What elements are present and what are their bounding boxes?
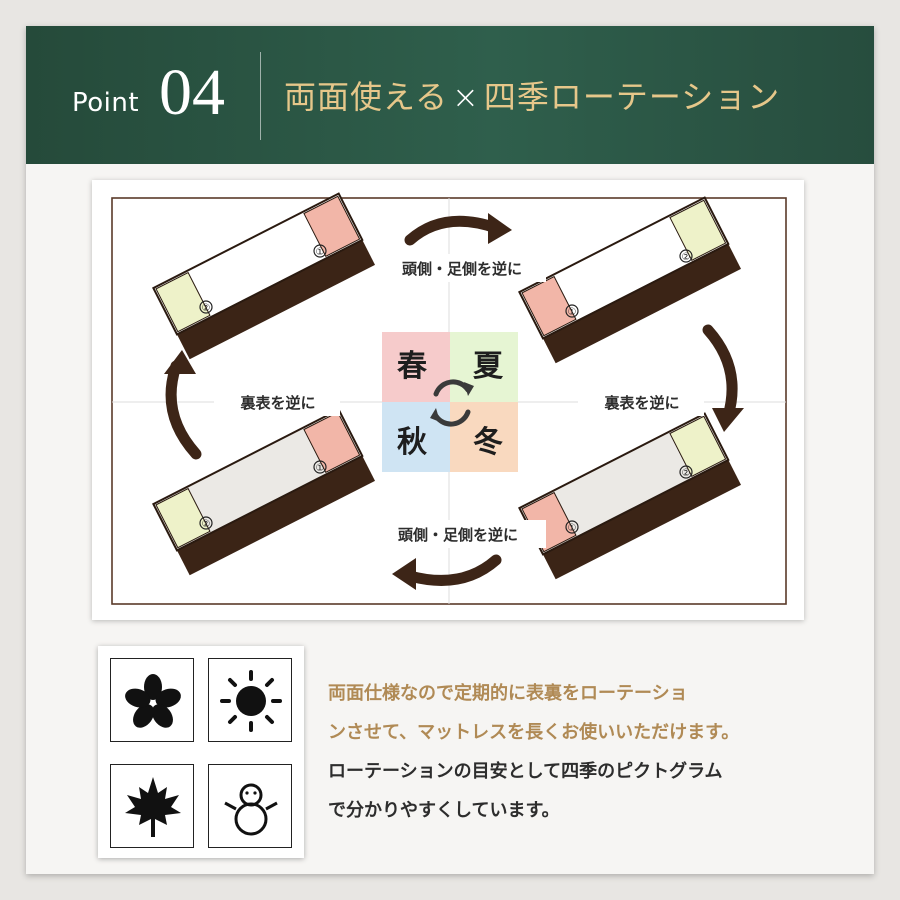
season-autumn-tile — [382, 402, 450, 472]
point-label: Point — [72, 88, 140, 118]
season-grid: 春 夏 秋 冬 — [382, 332, 518, 472]
season-spring: 春 — [397, 349, 427, 384]
title-part2: 四季ローテーション — [483, 78, 781, 116]
season-winter-tile — [450, 402, 518, 472]
rotation-diagram-svg: ① ② ② ① ① ② — [111, 192, 787, 605]
season-autumn: 秋 — [397, 425, 427, 460]
sakura-icon — [110, 658, 194, 742]
point-number: 04 — [159, 56, 225, 129]
arrow-left-head — [164, 350, 196, 374]
description-line-1: 両面仕様なので定期的に表裏をローテーショ — [328, 683, 688, 704]
rotation-label-bottom: 頭側・足側を逆に — [398, 526, 518, 544]
arrow-bottom-head — [392, 558, 416, 590]
arrow-right — [702, 324, 738, 422]
arrow-top — [404, 215, 502, 246]
header-divider — [260, 52, 261, 140]
arrow-right-head — [712, 408, 744, 432]
description-line-2: ンさせて、マットレスを長くお使いいただけます。 — [328, 722, 740, 743]
season-winter: 冬 — [473, 425, 503, 460]
description: 両面仕様なので定期的に表裏をローテーショ ンさせて、マットレスを長くお使いいただ… — [328, 674, 848, 830]
title-separator: × — [452, 78, 480, 116]
pictogram-panel — [98, 646, 304, 858]
flip-label-right: 裏表を逆に — [603, 394, 679, 412]
snowman-icon — [208, 764, 292, 848]
header-title: 両面使える×四季ローテーション — [284, 72, 780, 118]
bl-marker-1: ① — [316, 463, 325, 474]
mattress-bottom-right — [518, 412, 742, 580]
header-banner: Point 04 両面使える×四季ローテーション — [26, 26, 874, 164]
maple-leaf-icon — [110, 764, 194, 848]
mattress-top-left — [152, 192, 376, 360]
rotation-label-top: 頭側・足側を逆に — [402, 260, 522, 278]
bl-marker-2: ② — [202, 519, 211, 530]
tl-marker-2: ② — [202, 303, 211, 314]
title-part1: 両面使える — [284, 78, 449, 116]
flip-label-left: 裏表を逆に — [239, 394, 315, 412]
rotation-diagram: ① ② ② ① ① ② — [92, 180, 804, 620]
arrow-bottom — [404, 554, 502, 586]
mattress-top-right — [518, 196, 742, 364]
rotation-arrows — [165, 215, 738, 586]
tr-marker-2: ② — [682, 252, 691, 263]
sun-icon — [208, 658, 292, 742]
card: Point 04 両面使える×四季ローテーション — [26, 26, 874, 874]
description-line-4: で分かりやすくしています。 — [328, 800, 560, 821]
br-marker-1: ① — [568, 523, 577, 534]
arrow-left — [165, 360, 202, 460]
mattress-bottom-left — [152, 408, 376, 576]
season-summer-tile — [450, 332, 518, 402]
tl-marker-1: ① — [316, 247, 325, 258]
description-line-3: ローテーションの目安として四季のピクトグラム — [328, 761, 723, 782]
arrow-top-head — [488, 213, 512, 244]
br-marker-2: ② — [682, 468, 691, 479]
season-summer: 夏 — [473, 349, 504, 384]
tr-marker-1: ① — [568, 307, 577, 318]
